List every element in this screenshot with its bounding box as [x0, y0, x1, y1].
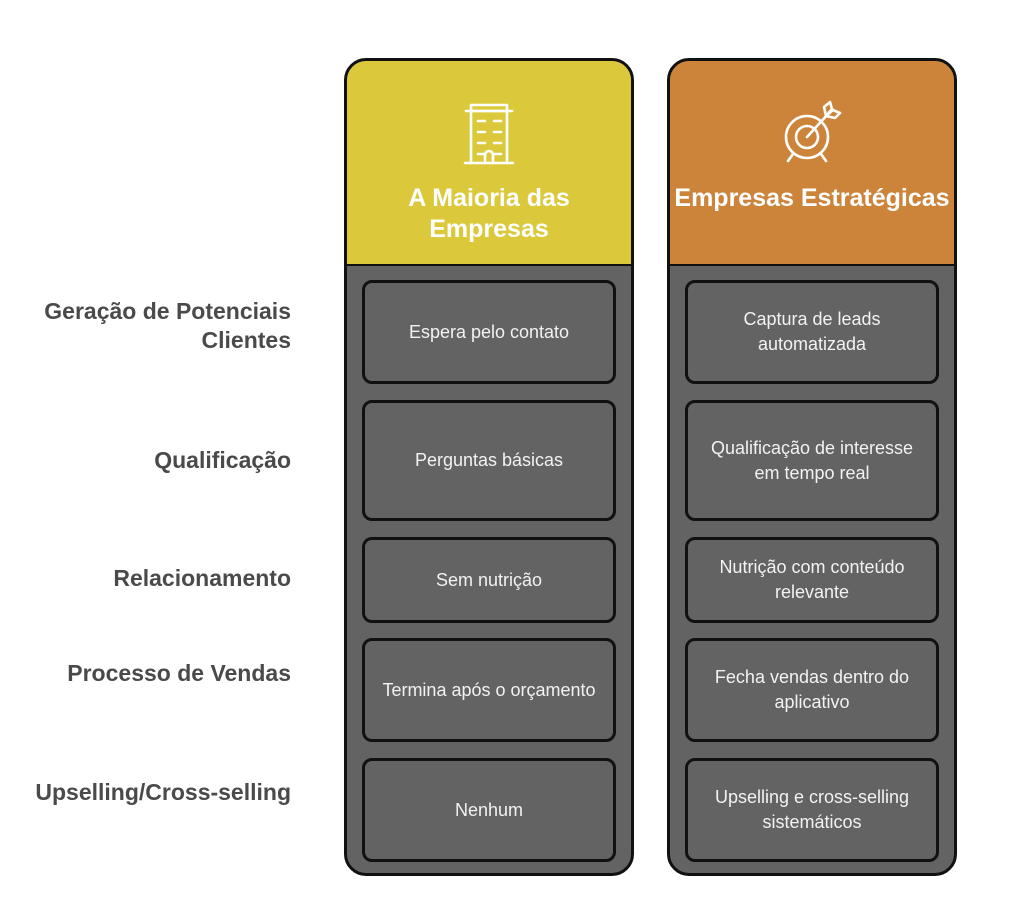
- row-label-lead-generation: Geração de Potenciais Clientes: [44, 298, 291, 353]
- cell-qualification: Perguntas básicas: [362, 400, 616, 521]
- row-label-qualification: Qualificação: [154, 447, 291, 473]
- column-most-companies: A Maioria das Empresas Espera pelo conta…: [344, 58, 634, 876]
- cell-lead-generation: Captura de leads automatizada: [685, 280, 939, 384]
- cell-qualification: Qualificação de interesse em tempo real: [685, 400, 939, 521]
- cell-sales-process: Termina após o orçamento: [362, 638, 616, 742]
- row-label-upselling: Upselling/Cross-selling: [35, 779, 291, 805]
- cell-upselling: Nenhum: [362, 758, 616, 862]
- cell-lead-generation: Espera pelo contato: [362, 280, 616, 384]
- target-arrow-icon: [784, 100, 842, 163]
- building-icon: [463, 103, 515, 165]
- column-header-most-companies: A Maioria das Empresas: [347, 61, 631, 266]
- column-header-strategic-companies: Empresas Estratégicas: [670, 61, 954, 266]
- column-strategic-companies: Empresas Estratégicas Captura de leads a…: [667, 58, 957, 876]
- cell-sales-process: Fecha vendas dentro do aplicativo: [685, 638, 939, 742]
- row-label-sales-process: Processo de Vendas: [67, 660, 291, 686]
- cell-relationship: Nutrição com conteúdo relevante: [685, 537, 939, 623]
- cell-relationship: Sem nutrição: [362, 537, 616, 623]
- column-title: Empresas Estratégicas: [674, 184, 950, 212]
- cell-upselling: Upselling e cross-selling sistemáticos: [685, 758, 939, 862]
- row-label-relationship: Relacionamento: [113, 565, 291, 591]
- column-title: A Maioria das Empresas: [408, 184, 570, 243]
